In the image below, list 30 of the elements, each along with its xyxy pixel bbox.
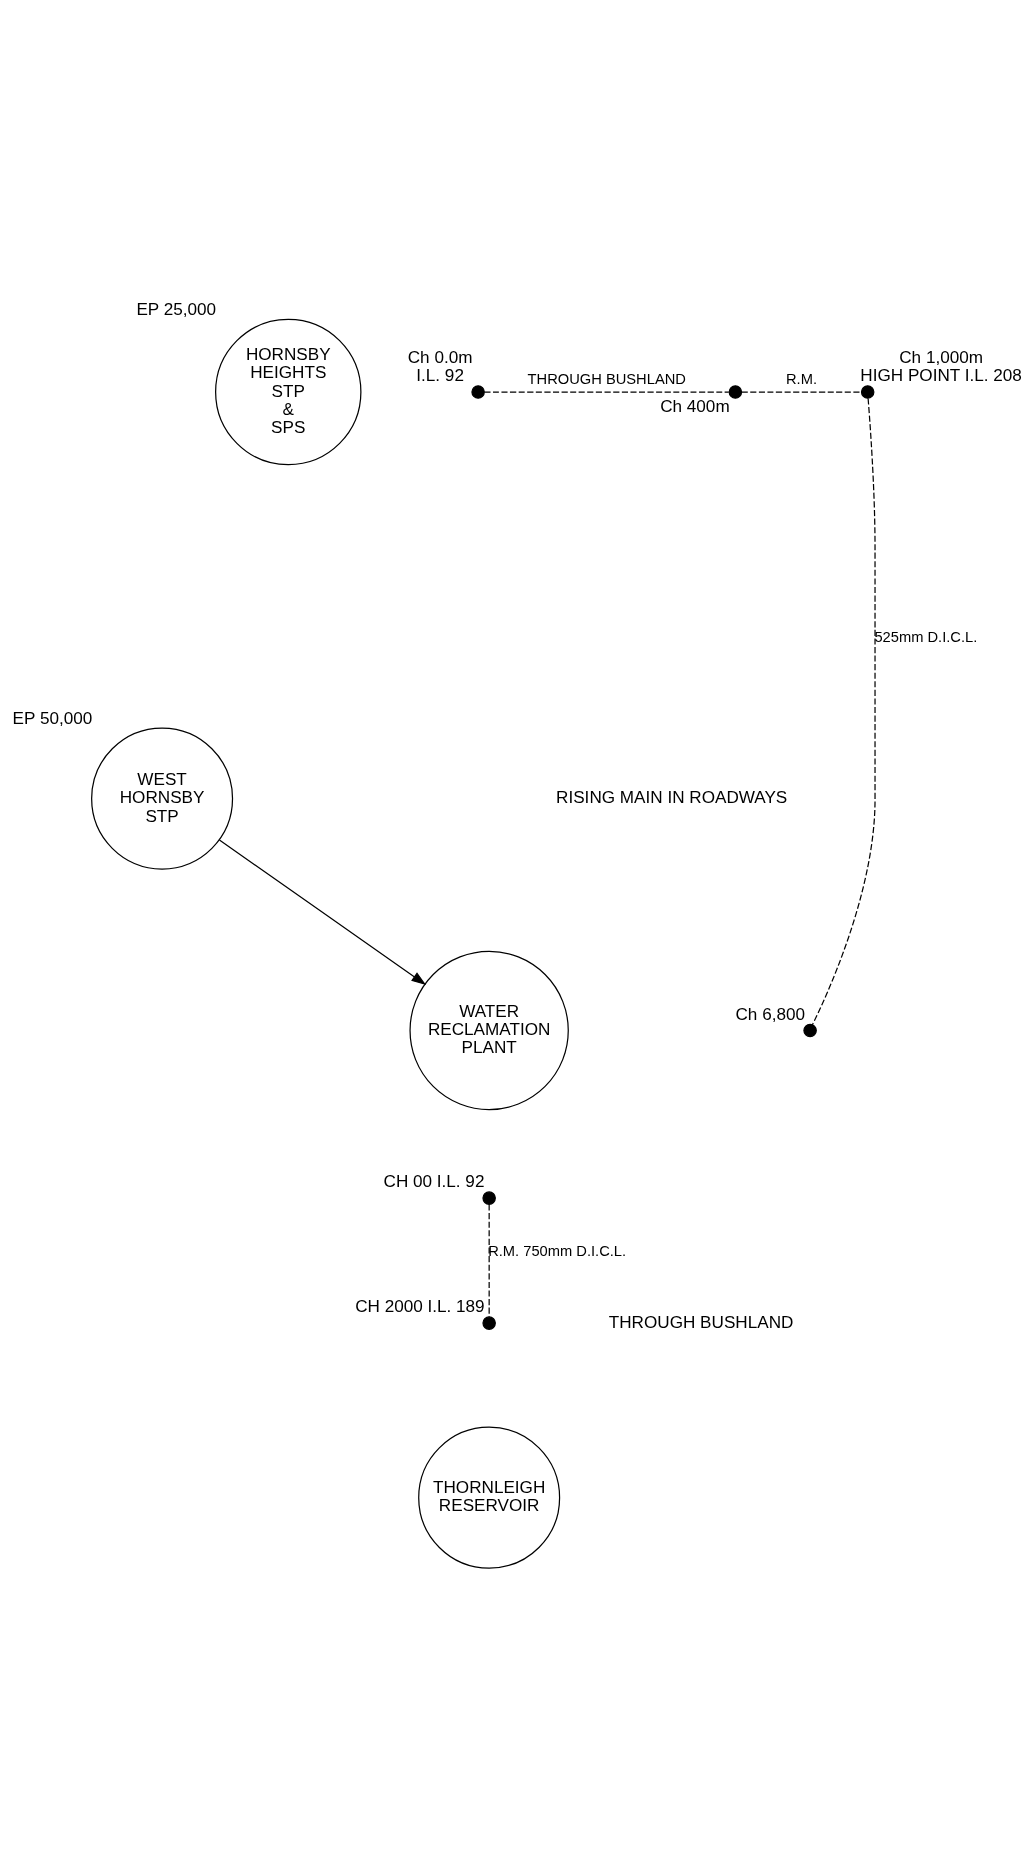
label: RISING MAIN IN ROADWAYS [556, 786, 788, 807]
label: THROUGH BUSHLAND [608, 1311, 794, 1332]
node-circle [482, 1315, 496, 1330]
arrow [218, 838, 427, 985]
node-label: EP 50,000 [12, 707, 93, 728]
node-circle: THORNLEIGH RESERVOIR [418, 1426, 561, 1569]
edge-label: THROUGH BUSHLAND [527, 370, 686, 387]
node-label: Ch 6,800 [735, 1003, 805, 1024]
connector [488, 1203, 490, 1317]
node-circle: WEST HORNSBY STP [91, 727, 234, 870]
node-label: I.L. 92 [416, 364, 464, 385]
edge-label: R.M. 750mm D.I.C.L. [488, 1242, 627, 1259]
node-circle [803, 1023, 817, 1037]
node-circle: HORNSBY HEIGHTS STP & SPS [215, 318, 362, 465]
connector [741, 390, 862, 393]
node-label: Ch 1,000m [899, 346, 984, 367]
connector [811, 397, 876, 1025]
edge-label: 525mm D.I.C.L. [874, 628, 978, 645]
node-label: Ch 0.0m [407, 346, 473, 367]
node-label: Ch 400m [660, 395, 730, 416]
node-circle [471, 384, 485, 399]
node-circle [728, 384, 743, 399]
node-circle [860, 384, 875, 399]
node-label: CH 2000 I.L. 189 [355, 1295, 485, 1316]
edge-label: R.M. [786, 370, 818, 387]
node-label: EP 25,000 [136, 298, 217, 319]
node-circle [482, 1190, 496, 1205]
node-label: CH 00 I.L. 92 [383, 1170, 485, 1191]
node-label: HIGH POINT I.L. 208 [860, 364, 1022, 385]
connector [483, 390, 730, 393]
